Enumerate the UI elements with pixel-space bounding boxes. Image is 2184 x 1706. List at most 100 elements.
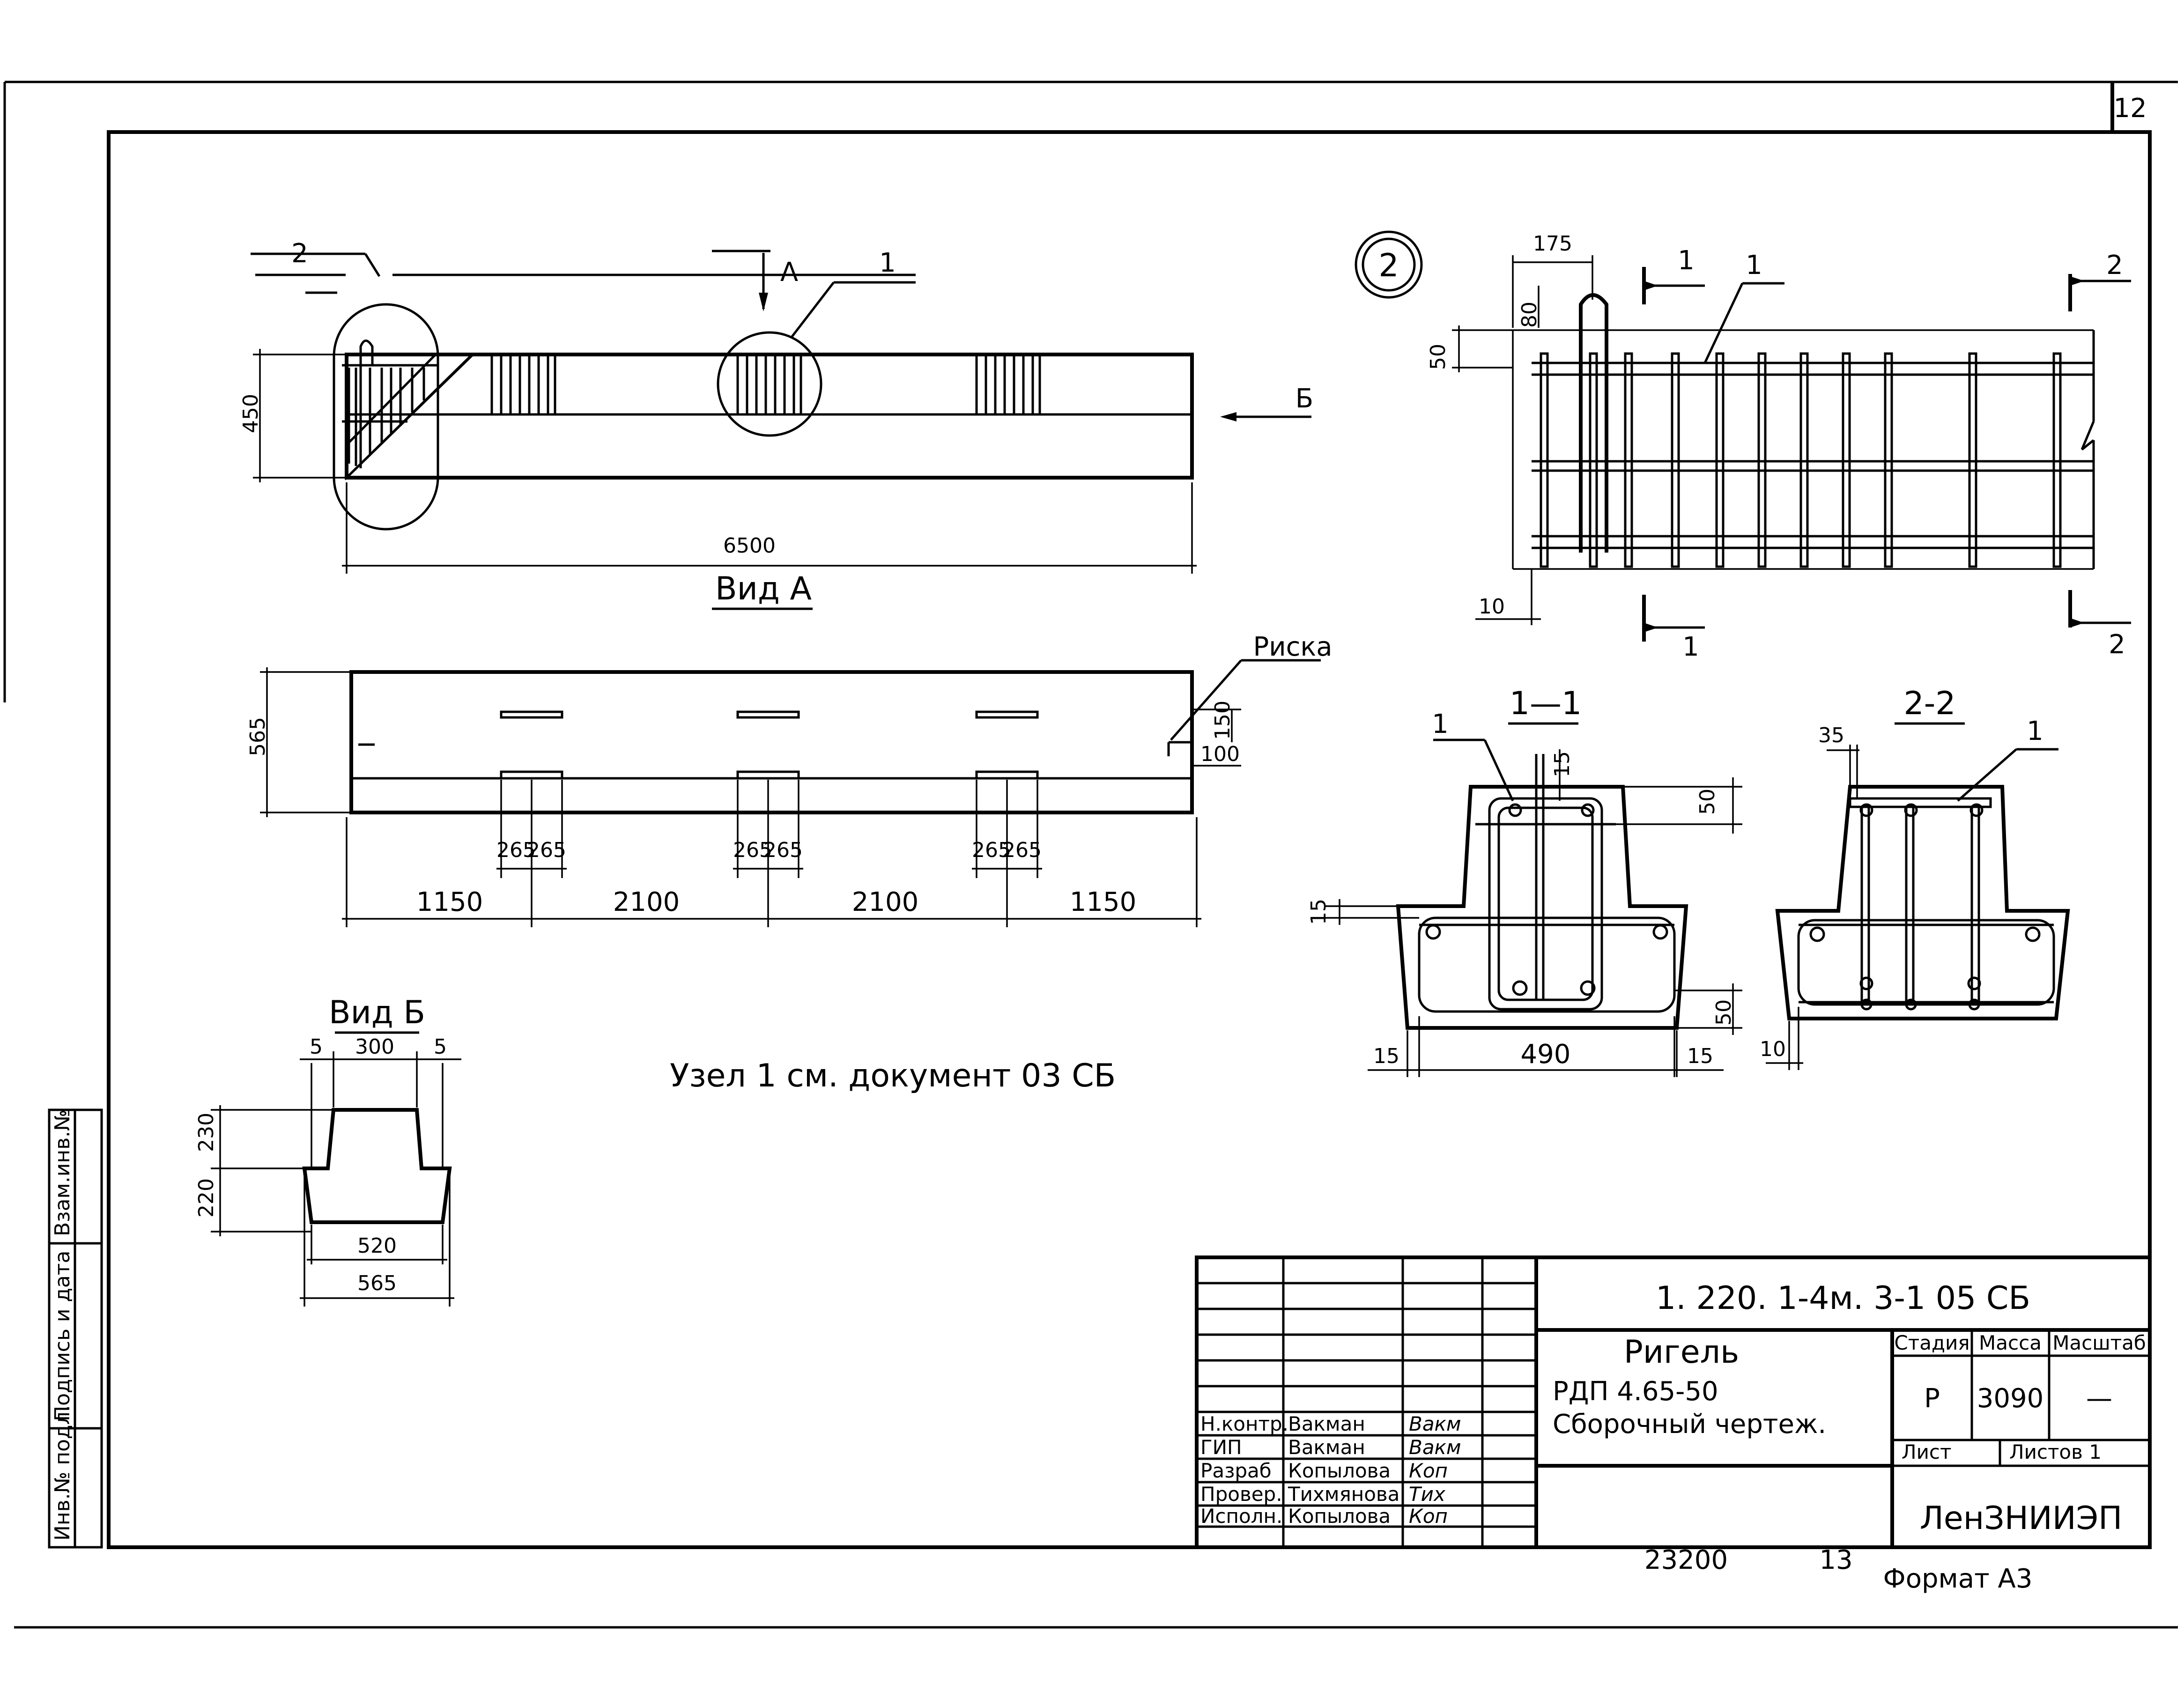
- cut-1-bottom: 1: [1682, 632, 1699, 662]
- span-dim-2: 2100: [613, 887, 680, 917]
- rebar-stirrups-c: [975, 353, 1041, 416]
- stage-value: Р: [1924, 1383, 1940, 1414]
- callout-1-circle: [717, 331, 822, 437]
- cut-1-top: 1: [1678, 245, 1695, 276]
- hdr-scale: Масштаб: [2052, 1331, 2146, 1354]
- dim-265-5: 265: [972, 838, 1011, 862]
- mass-value: 3090: [1977, 1383, 2044, 1414]
- staff-sign: Коп: [1409, 1505, 1448, 1528]
- view-a: Вид А Риска 565 150 100: [246, 570, 1333, 927]
- scale-value: —: [2086, 1383, 2112, 1414]
- node-2-dim-50: 50: [1426, 344, 1450, 370]
- dim-265-2: 265: [527, 838, 566, 862]
- beam-main-view: 2 1: [239, 238, 1313, 574]
- section-1-1-dim-15-side: 15: [1307, 899, 1331, 925]
- node-note: Узел 1 см. документ 03 СБ: [670, 1057, 1116, 1094]
- section-2-2-dim-10: 10: [1760, 1037, 1786, 1061]
- span-dim-4: 1150: [1070, 887, 1137, 917]
- sheet-label: Лист: [1902, 1440, 1951, 1463]
- rebar-cluster-end: [342, 340, 438, 468]
- section-2-2: 2-2 35 1 10: [1760, 685, 2070, 1070]
- callout-2-outline: [333, 303, 439, 531]
- staff-sign: Тих: [1409, 1483, 1446, 1506]
- side-stamp: Инв.№ подл. Подпись и дата Взам.инв.№: [48, 1108, 103, 1549]
- staff-role: Исполн.: [1200, 1505, 1282, 1528]
- node-2-dim-80: 80: [1518, 302, 1541, 328]
- sheets-label: Листов 1: [2009, 1440, 2102, 1463]
- beam-length-dim: 6500: [723, 534, 776, 558]
- section-1-1-title: 1—1: [1510, 685, 1582, 722]
- node-2-detail: 2 175 80: [1355, 230, 2131, 662]
- node-2-callout-1: 1: [1746, 250, 1762, 281]
- node-2-stirrups: [1540, 352, 2062, 568]
- sheet-number: 12: [2113, 93, 2147, 124]
- rebar-stirrups-a: [490, 353, 556, 416]
- view-b-dim-300: 300: [355, 1035, 394, 1059]
- organization: ЛенЗНИИЭП: [1920, 1500, 2123, 1537]
- side-stamp-replace: Взам.инв.№: [51, 1109, 74, 1236]
- sheet-frame: 12: [3, 81, 2178, 1629]
- footer-code: 23200: [1644, 1545, 1728, 1575]
- item-mark: РДП 4.65-50: [1553, 1376, 1718, 1407]
- staff-role: Разраб: [1200, 1459, 1272, 1482]
- sheet-format: Формат А3: [1883, 1564, 2033, 1594]
- staff-role: Н.контр.: [1200, 1412, 1288, 1435]
- title-block: 1. 220. 1-4м. 3-1 05 СБ Ригель РДП 4.65-…: [1195, 1255, 2152, 1549]
- section-1-1-dim-50-right: 50: [1712, 999, 1736, 1026]
- marker-label: Риска: [1253, 632, 1332, 662]
- doc-code: 1. 220. 1-4м. 3-1 05 СБ: [1656, 1280, 2030, 1317]
- view-a-small-dims: 265 265 265 265 265 265: [496, 780, 1042, 878]
- hdr-stage: Стадия: [1894, 1331, 1969, 1354]
- section-1-1-callout: 1: [1432, 709, 1449, 739]
- footer-page: 13: [1819, 1545, 1852, 1575]
- staff-role: ГИП: [1200, 1436, 1242, 1459]
- side-stamp-inv: Инв.№ подл.: [51, 1405, 74, 1541]
- view-b-dim-230: 230: [194, 1113, 218, 1152]
- staff-sign: Коп: [1409, 1459, 1448, 1482]
- drawing-type: Сборочный чертеж.: [1553, 1409, 1826, 1440]
- staff-name: Вакман: [1288, 1436, 1365, 1459]
- callout-1-label: 1: [879, 248, 896, 278]
- staff-role: Провер.: [1200, 1483, 1282, 1506]
- dim-265-4: 265: [763, 838, 803, 862]
- view-a-dim-150: 150: [1211, 701, 1235, 740]
- span-dim-3: 2100: [852, 887, 919, 917]
- side-stamp-sign: Подпись и дата: [51, 1251, 74, 1421]
- dim-265-6: 265: [1002, 838, 1042, 862]
- staff-rows: Н.контр. Вакман Вакм ГИП Вакман Вакм Раз…: [1200, 1412, 1461, 1528]
- item-name: Ригель: [1624, 1334, 1739, 1371]
- section-1-1-dim-50-top: 50: [1695, 789, 1719, 815]
- view-a-dim-100: 100: [1200, 742, 1240, 766]
- cut-2-bottom: 2: [2109, 629, 2125, 660]
- view-arrow-a-label: А: [780, 257, 798, 288]
- staff-name: Копылова: [1288, 1459, 1391, 1482]
- node-2-dim-175: 175: [1533, 232, 1572, 256]
- node-2-dim-10: 10: [1479, 595, 1505, 619]
- view-arrow-b-label: Б: [1296, 384, 1313, 414]
- view-b: Вид Б 5 300 5 230 220 520 565: [194, 994, 461, 1307]
- view-b-title: Вид Б: [329, 994, 425, 1031]
- staff-name: Тихмянова: [1288, 1483, 1399, 1506]
- staff-name: Вакман: [1288, 1412, 1365, 1435]
- staff-name: Копылова: [1288, 1505, 1391, 1528]
- view-a-height-dim: 565: [246, 717, 270, 756]
- dim-265-3: 265: [733, 838, 772, 862]
- view-b-dim-5a: 5: [310, 1035, 323, 1059]
- staff-sign: Вакм: [1409, 1436, 1461, 1459]
- section-1-1-dim-15-right: 15: [1687, 1044, 1713, 1068]
- view-a-span-dims: 1150 2100 2100 1150: [342, 817, 1201, 927]
- rebar-stirrups-b: [736, 353, 802, 416]
- section-1-1: 1—1 1 15 50 15 50 15 490: [1307, 685, 1742, 1077]
- section-2-2-callout: 1: [2027, 716, 2043, 746]
- section-1-1-dim-490: 490: [1521, 1039, 1571, 1070]
- view-b-dim-520: 520: [357, 1234, 397, 1258]
- section-2-2-dim-35: 35: [1818, 724, 1844, 747]
- view-b-dim-5b: 5: [434, 1035, 447, 1059]
- view-b-dim-220: 220: [194, 1178, 218, 1218]
- section-1-1-dim-15-left: 15: [1373, 1044, 1399, 1068]
- span-dim-1: 1150: [416, 887, 483, 917]
- node-2-marker: 2: [1378, 247, 1399, 284]
- beam-height-dim: 450: [239, 394, 263, 433]
- staff-sign: Вакм: [1409, 1412, 1461, 1435]
